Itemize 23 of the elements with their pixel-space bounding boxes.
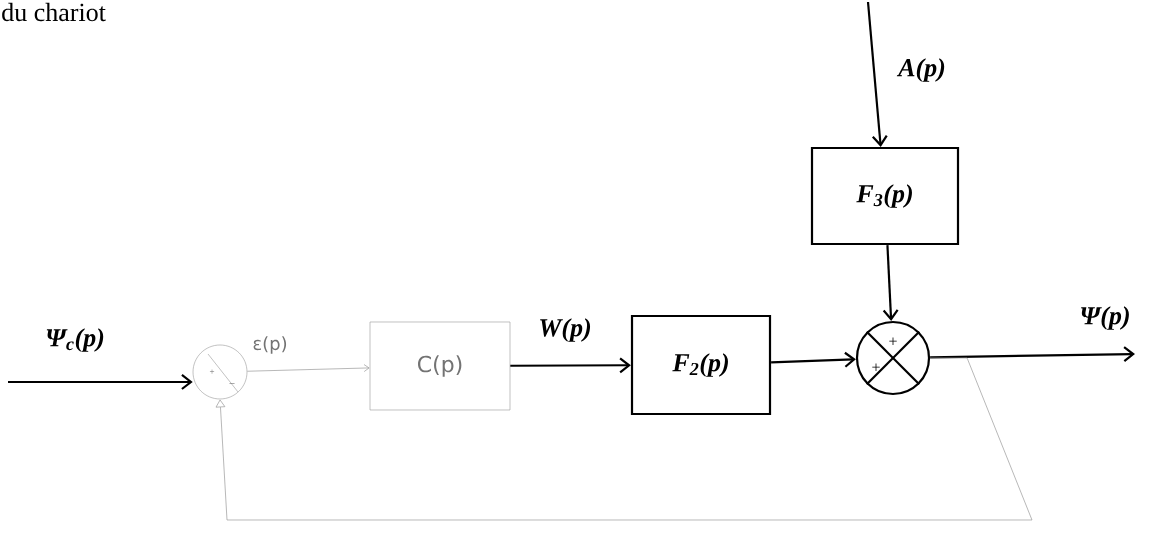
- summing-junction: [855, 320, 931, 396]
- arrow: [866, 1, 888, 147]
- block-box: C(p): [369, 321, 511, 411]
- block-box: F$_{3}$(p): [810, 146, 960, 246]
- edge-label: W(p): [540, 318, 591, 342]
- block-box: F$_{2}$(p): [630, 314, 772, 416]
- edge-label: A(p): [896, 58, 945, 82]
- arrow: [8, 374, 193, 390]
- arrow: [246, 364, 370, 372]
- edge-label: Ψ$_{c}$(p): [46, 328, 104, 352]
- arrow: [930, 346, 1135, 363]
- summing-junction: [192, 344, 248, 400]
- sign-label: −: [229, 383, 235, 384]
- arrow: [882, 245, 899, 321]
- sign-label: +: [209, 369, 215, 374]
- heading-text: du chariot: [2, 2, 106, 22]
- arrow: [510, 357, 631, 374]
- arrow: [215, 357, 1033, 521]
- sign-label: +: [872, 363, 880, 371]
- edge-label: ε(p): [253, 336, 287, 354]
- arrow: [771, 351, 856, 368]
- edge-label: Ψ(p): [1081, 306, 1129, 330]
- sign-label: +: [889, 337, 897, 345]
